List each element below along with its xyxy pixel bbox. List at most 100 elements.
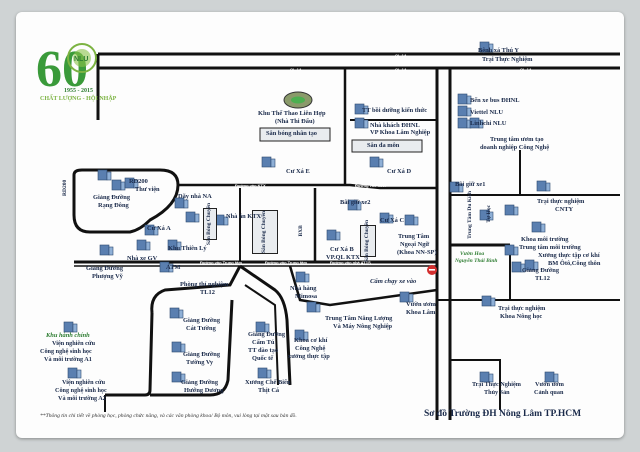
building-icon [295, 271, 310, 283]
label-no-entry: Cấm chạy xe vào [370, 278, 417, 285]
building-icon [306, 301, 321, 313]
label-khu-the-thao: Khu Thể Thao Liên Hợp [258, 110, 326, 117]
label-gd-cam-tu: Giảng Đường [248, 331, 286, 338]
building-icon [136, 239, 151, 251]
road-ktx [178, 183, 437, 190]
label-rang-dong: Rạng Đông [98, 202, 129, 209]
logo-emblem: NLU [74, 56, 88, 63]
court-3: Sân Bóng Chuyền [360, 220, 376, 262]
map-title: Sơ đồ Trường ĐH Nông Lâm TP.HCM [424, 409, 582, 419]
building-icon [171, 341, 186, 353]
label-ben-xe-buyt: Bến xe bus ĐHNL [470, 97, 520, 104]
label-bm-o-to: BM Ôtô,Công thôn [548, 260, 601, 267]
label-tt-boi-duong: TT bồi dưỡng kiến thức [362, 107, 428, 114]
label-thit-ca: Thịt Cá [258, 387, 280, 394]
building-icon [167, 239, 182, 251]
label-nha-an-ktx: Nhà ăn KTX [226, 213, 262, 220]
label-gd-tl12: Giảng Đường [522, 267, 560, 274]
label-cu-xa-c: Cư Xá C [380, 217, 405, 224]
building-icon [174, 197, 189, 209]
label-khoa-co-khi: Khoa cơ khí [294, 337, 328, 344]
label-phong-thi-nghiem: Phòng thí nghiệm [180, 281, 229, 288]
building-icon [504, 244, 519, 256]
label-gd-huong-duong: Giảng Đường [181, 379, 219, 386]
building-icon [379, 212, 394, 224]
building-icon [185, 211, 200, 223]
label-xuong-thuc-tap: Xưởng thực tập cơ khí [538, 252, 600, 259]
label-rd200-vert: RD200 [62, 179, 69, 196]
building-icon [257, 367, 272, 379]
label-cat-tuong: Cát Tường [186, 325, 216, 332]
building-icon [504, 204, 519, 216]
label-tt-moi-truong: Trung tâm môi trường [519, 244, 581, 251]
label-gd-phuong-vy: Giảng Đường [86, 265, 124, 272]
building-icon [449, 181, 464, 193]
road-sign: QL 1A [395, 67, 407, 72]
logo-years: 1955 - 2015 [64, 88, 93, 94]
road-east-4 [450, 359, 501, 410]
label-cn-sinh-hoc-2: Công nghệ sinh học [55, 387, 107, 394]
label-san-bong-nhan-tao: Sân bóng nhân tạo [266, 130, 317, 137]
building-icon [399, 291, 414, 303]
road-sign: Đường vào KTX [235, 183, 266, 188]
logo-slogan: CHẤT LƯỢNG - HỘI NHẬP [40, 96, 117, 102]
building-icon [261, 156, 276, 168]
building-icon [171, 371, 186, 383]
building-icon [294, 329, 309, 341]
label-moi-truong-a1: Và môi trường A1 [44, 356, 92, 363]
building-icon [457, 105, 472, 117]
label-vuon-uom-2: Vườn ươm [535, 381, 564, 388]
building-icon [347, 199, 362, 211]
label-quoc-te: Quốc tế [252, 355, 274, 362]
label-khoa-nn-sp: (Khoa NN-SP) [397, 249, 437, 256]
label-tt-ngoai-ngu: Trung Tâm [398, 233, 430, 240]
label-doanh-nghiep: doanh nghiệp Công Nghệ [480, 144, 550, 151]
label-cong-nghe: Công Nghệ [295, 345, 326, 352]
building-icon [479, 371, 494, 383]
label-vuon-hoa: Vườn Hoa [460, 251, 485, 257]
building-icon [169, 307, 184, 319]
label-nguyen-thai-binh: Nguyễn Thái Bình [455, 258, 498, 264]
field-san-bong-nhan-tao [259, 127, 331, 142]
label-rd200: RD200 [129, 178, 148, 185]
label-bxb-vert: BXB [297, 225, 304, 237]
road-sign: QL 1A [520, 67, 532, 72]
label-viettel: Viettel NLU [470, 109, 503, 116]
court-1: Sân Bóng Chuyền [203, 203, 217, 245]
building-icon [255, 321, 270, 333]
label-cn-sinh-hoc: Công nghệ sinh học [40, 348, 92, 355]
road-sign: QL 1A [290, 67, 302, 72]
label-tl12-b: TL12 [535, 275, 550, 282]
label-trai-tn-cnty: Trại thực nghiệm [537, 198, 585, 205]
label-khoa-moi-truong: Khoa môi trường [521, 236, 569, 243]
building-icon [99, 244, 114, 256]
loop-road-west [150, 265, 242, 314]
label-xuong-thuc-tap-2: xưởng thực tập [288, 353, 330, 360]
label-vuon-uom: Vườn ươm [406, 301, 436, 308]
label-khoa-lam: Khoa Lâm [406, 309, 436, 316]
building-icon [479, 41, 494, 53]
building-icon [531, 221, 546, 233]
label-vp-ql-ktx: VP.QL KTX [326, 254, 360, 261]
footnote: **Thông tin chi tiết về phòng học, phòng… [40, 413, 297, 419]
label-cnty: CNTY [555, 206, 574, 213]
building-icon [481, 295, 496, 307]
label-cam-tu: Cẩm Tú [252, 339, 275, 346]
stadium-icon [283, 91, 313, 109]
building-icon [144, 224, 159, 236]
building-icon [63, 321, 78, 333]
road-sign: Đường vào Trung tâm [265, 260, 307, 265]
label-bai-giu-xe-2: Bãi giữ xe2 [340, 199, 371, 206]
loop-road-west-2 [105, 312, 154, 397]
building-icon [524, 259, 539, 271]
label-xuong-che-bien: Xưởng Chế Biến [245, 379, 291, 386]
label-cu-xa-e: Cư Xá E [286, 168, 310, 175]
label-tt-du-kich: Trung Tâm Du Kích [467, 190, 474, 239]
label-cu-xa-a: Cư Xá A [147, 225, 171, 232]
label-khu-thien-ly: Khu Thiên Lý [168, 245, 207, 252]
label-canh-quan: Cảnh quan [534, 389, 564, 396]
building-icon [479, 209, 494, 221]
anniversary-logo: 60 NLU [36, 41, 97, 98]
label-atm: ATM [166, 264, 181, 271]
